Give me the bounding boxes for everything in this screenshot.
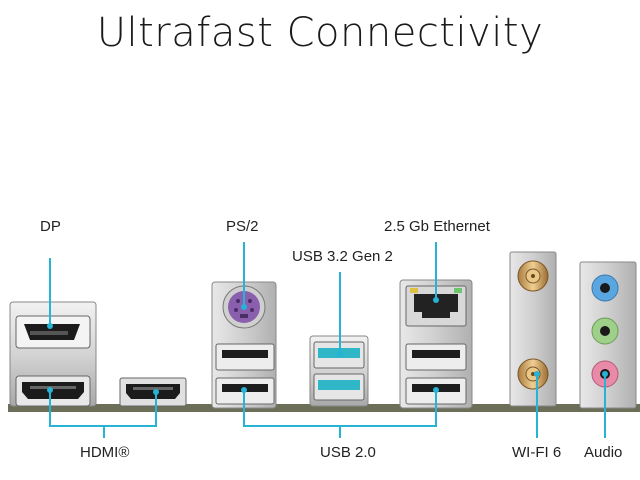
label-wifi: WI-FI 6 <box>512 444 562 461</box>
label-ps2: PS/2 <box>226 218 259 235</box>
audio-jacks <box>579 261 637 409</box>
label-hdmi: HDMI® <box>80 444 130 461</box>
wifi-antennas <box>509 251 557 407</box>
ethernet-usb-stack <box>399 279 473 409</box>
label-usb20: USB 2.0 <box>320 444 376 461</box>
hdmi-port-1 <box>15 375 91 407</box>
label-usb32: USB 3.2 Gen 2 <box>292 248 393 265</box>
page-title: Ultrafast Connectivity <box>96 10 544 56</box>
callout-lines <box>47 242 608 438</box>
label-audio: Audio <box>584 444 623 461</box>
pcb-edge <box>8 404 640 412</box>
label-dp: DP <box>40 218 61 235</box>
ps2-usb-stack <box>211 281 277 409</box>
label-ethernet: 2.5 Gb Ethernet <box>384 218 490 235</box>
